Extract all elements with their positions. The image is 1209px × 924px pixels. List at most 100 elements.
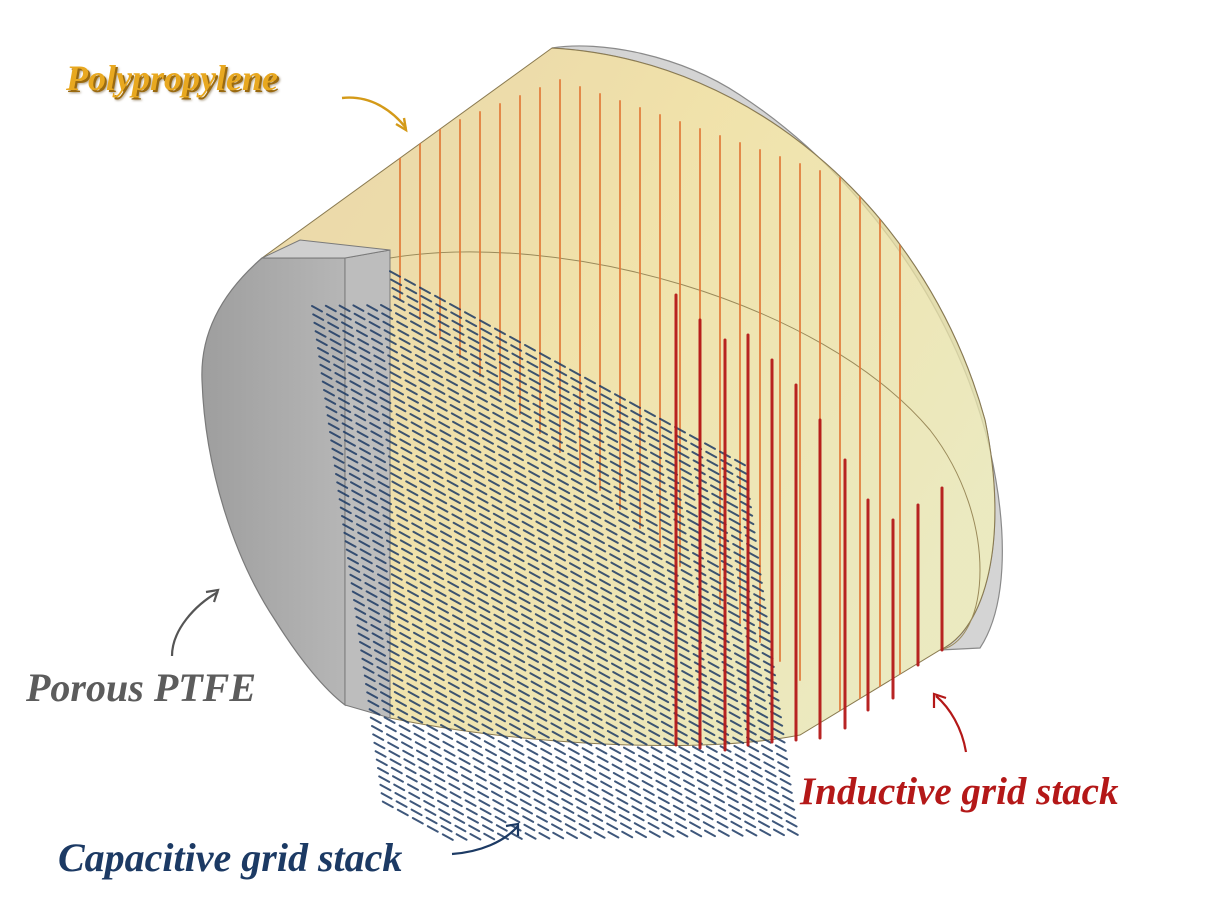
capacitive-patch	[506, 411, 518, 420]
capacitive-patch	[554, 747, 566, 756]
capacitive-patch	[502, 580, 515, 588]
capacitive-patch	[591, 721, 604, 730]
capacitive-patch	[755, 610, 768, 618]
capacitive-patch	[655, 779, 668, 788]
capacitive-patch	[660, 813, 673, 821]
capacitive-patch	[387, 455, 400, 463]
capacitive-patch	[541, 562, 554, 571]
capacitive-patch	[512, 361, 525, 369]
ptfe-arrow	[170, 591, 219, 657]
capacitive-patch	[634, 536, 647, 544]
capacitive-patch	[675, 821, 688, 830]
capacitive-patch	[699, 703, 712, 711]
capacitive-patch	[688, 720, 701, 728]
capacitive-patch	[730, 820, 743, 829]
capacitive-patch	[467, 429, 479, 437]
capacitive-patch	[362, 472, 375, 481]
capacitive-patch	[444, 757, 457, 766]
capacitive-patch	[515, 377, 527, 386]
capacitive-patch	[417, 564, 430, 572]
capacitive-patch	[465, 319, 478, 328]
capacitive-patch	[470, 740, 482, 748]
capacitive-patch	[473, 378, 486, 386]
capacitive-patch	[678, 459, 691, 468]
capacitive-patch	[481, 529, 494, 538]
capacitive-patch	[722, 762, 734, 770]
capacitive-patch	[398, 724, 411, 733]
capacitive-patch	[512, 647, 524, 655]
capacitive-patch	[403, 758, 416, 766]
capacitive-patch	[591, 620, 604, 629]
capacitive-patch	[420, 295, 433, 303]
capacitive-patch	[531, 781, 544, 790]
capacitive-patch	[713, 602, 725, 610]
capacitive-patch	[522, 815, 535, 823]
capacitive-patch	[664, 746, 677, 754]
capacitive-patch	[335, 380, 348, 388]
capacitive-patch	[393, 691, 406, 699]
capacitive-patch	[450, 311, 463, 319]
capacitive-patch	[599, 578, 611, 587]
capacitive-patch	[709, 577, 722, 585]
capacitive-patch	[519, 798, 532, 807]
capacitive-patch	[651, 754, 664, 763]
capacitive-patch	[366, 405, 379, 413]
capacitive-patch	[374, 649, 386, 657]
capacitive-patch	[357, 632, 370, 641]
capacitive-patch	[630, 704, 643, 712]
inductive-grid-front-layer	[674, 293, 944, 752]
capacitive-patch	[519, 504, 532, 512]
capacitive-patch	[391, 674, 404, 682]
capacitive-patch	[350, 582, 363, 590]
capacitive-patch	[567, 646, 580, 654]
capacitive-patch	[369, 716, 382, 725]
capacitive-patch	[527, 756, 540, 764]
capacitive-patch	[347, 557, 359, 565]
capacitive-patch	[393, 303, 406, 312]
capacitive-patch	[659, 712, 672, 720]
capacitive-patch	[467, 622, 479, 631]
capacitive-patch	[686, 703, 698, 712]
capacitive-patch	[527, 655, 539, 663]
capacitive-patch	[544, 680, 557, 688]
capacitive-patch	[569, 368, 581, 377]
capacitive-patch	[369, 615, 382, 624]
capacitive-patch	[341, 422, 354, 430]
capacitive-patch	[452, 420, 464, 429]
capacitive-patch	[471, 748, 484, 757]
capacitive-patch	[580, 738, 593, 747]
capacitive-patch	[726, 602, 739, 610]
capacitive-patch	[361, 464, 374, 472]
capacitive-patch	[603, 612, 616, 620]
capacitive-patch	[564, 722, 577, 730]
capacitive-patch	[355, 615, 368, 624]
capacitive-patch	[393, 396, 406, 404]
capacitive-patch	[616, 797, 629, 805]
capacitive-patch	[514, 470, 527, 478]
capacitive-patch	[684, 695, 697, 703]
capacitive-patch	[419, 774, 432, 783]
capacitive-patch	[407, 497, 420, 505]
capacitive-patch	[413, 631, 425, 640]
capacitive-patch	[507, 420, 520, 428]
capacitive-patch	[507, 521, 520, 529]
capacitive-patch	[464, 412, 477, 420]
capacitive-patch	[678, 745, 691, 754]
capacitive-patch	[496, 538, 509, 546]
capacitive-patch	[687, 813, 700, 821]
capacitive-patch	[620, 729, 633, 738]
capacitive-patch	[529, 672, 542, 680]
capacitive-patch	[467, 530, 480, 538]
capacitive-patch	[411, 522, 424, 530]
capacitive-patch	[396, 615, 409, 623]
capacitive-patch	[320, 372, 333, 380]
capacitive-patch	[476, 395, 488, 403]
capacitive-patch	[563, 814, 576, 823]
capacitive-patch	[464, 504, 476, 513]
capacitive-patch	[750, 669, 763, 677]
capacitive-patch	[523, 823, 536, 832]
capacitive-patch	[422, 311, 435, 320]
capacitive-patch	[753, 593, 766, 601]
capacitive-patch	[734, 458, 746, 467]
capacitive-patch	[441, 345, 454, 353]
